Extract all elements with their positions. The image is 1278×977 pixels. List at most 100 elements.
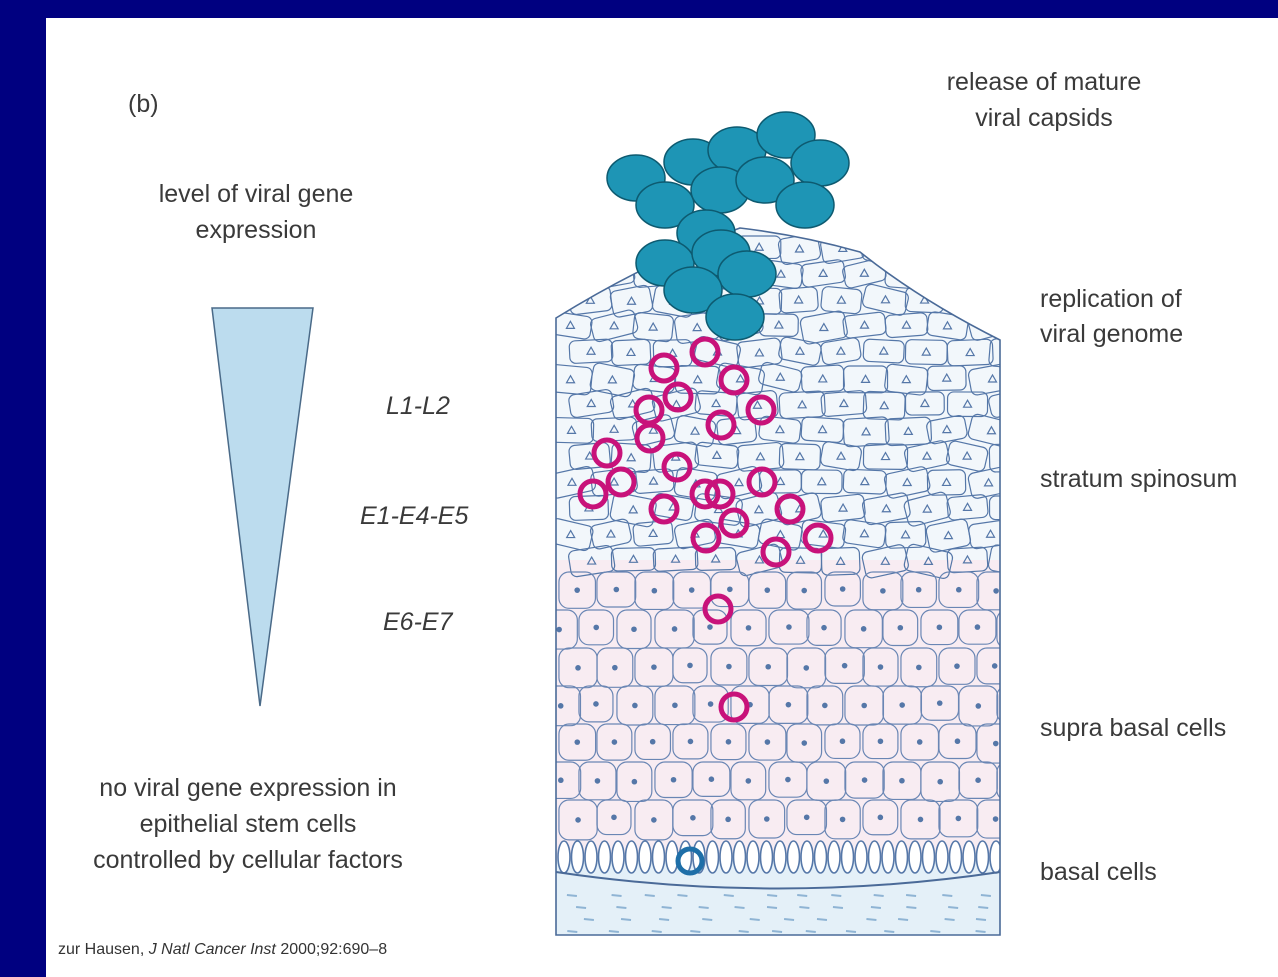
- cell-nucleus: [727, 586, 733, 592]
- dermis-fiber: [616, 907, 626, 908]
- cell-nucleus: [609, 270, 617, 277]
- cell-nucleus: [708, 701, 714, 707]
- dermis-fiber: [690, 931, 700, 932]
- basal-cell: [842, 841, 854, 873]
- basal-cell: [869, 841, 881, 873]
- cell-nucleus: [764, 587, 770, 593]
- dermis-fiber: [772, 931, 782, 932]
- cell-nucleus: [690, 815, 696, 821]
- dermis-fiber: [645, 895, 655, 896]
- cell-nucleus: [558, 777, 564, 783]
- cell-nucleus: [652, 588, 658, 594]
- dermis-fiber: [584, 919, 594, 920]
- cell-nucleus: [575, 665, 581, 671]
- viral-capsid: [776, 182, 834, 228]
- dermis-fiber: [866, 919, 876, 920]
- dermis-fiber: [797, 895, 807, 896]
- dermis-fiber: [806, 931, 816, 932]
- cell-nucleus: [574, 739, 580, 745]
- cell-nucleus: [878, 815, 884, 821]
- cell-nucleus: [632, 703, 638, 709]
- basal-cell: [977, 841, 989, 873]
- cell-nucleus: [840, 738, 846, 744]
- basal-cell: [774, 841, 786, 873]
- cell-nucleus: [746, 778, 752, 784]
- dermis-fiber: [871, 907, 881, 908]
- cell-nucleus: [862, 777, 868, 783]
- expression-title-line2: expression: [106, 212, 406, 248]
- epithelium-tissue: [541, 220, 1037, 940]
- dermis-fiber: [699, 907, 709, 908]
- cell-nucleus: [801, 740, 807, 746]
- cell-nucleus: [821, 625, 827, 631]
- cell-nucleus: [595, 778, 601, 784]
- dermis-fiber: [609, 931, 619, 932]
- squamous-cell: [903, 232, 947, 265]
- cell-nucleus: [611, 814, 617, 820]
- basal-cell: [599, 841, 611, 873]
- cell-nucleus: [632, 779, 638, 785]
- dermis-fiber: [884, 931, 894, 932]
- cell-nucleus: [556, 627, 562, 633]
- dermis-fiber: [567, 895, 577, 896]
- cell-nucleus: [672, 702, 678, 708]
- cell-nucleus: [917, 739, 923, 745]
- cell-nucleus: [801, 588, 807, 594]
- basal-cell: [612, 841, 624, 873]
- basal-cell: [707, 841, 719, 873]
- cell-nucleus: [1013, 626, 1019, 632]
- cell-nucleus: [975, 777, 981, 783]
- dermis-fiber: [817, 919, 827, 920]
- cell-nucleus: [985, 321, 993, 328]
- basal-cell: [963, 841, 975, 873]
- squamous-cell: [947, 235, 987, 261]
- dermis-fiber: [906, 895, 916, 896]
- cell-nucleus: [651, 817, 657, 823]
- cell-nucleus: [898, 625, 904, 631]
- expression-wedge: [212, 308, 313, 706]
- dermis-fiber: [767, 895, 777, 896]
- cell-nucleus: [976, 703, 982, 709]
- squamous-cell: [548, 259, 597, 290]
- cell-nucleus: [956, 816, 962, 822]
- cell-nucleus: [918, 817, 924, 823]
- cell-nucleus: [993, 816, 999, 822]
- squamous-cell: [567, 232, 613, 265]
- dermis-fiber: [874, 895, 884, 896]
- cell-nucleus: [725, 817, 731, 823]
- cell-nucleus: [993, 741, 999, 747]
- cell-nucleus: [574, 587, 580, 593]
- cell-nucleus: [1008, 557, 1016, 564]
- cell-nucleus: [804, 814, 810, 820]
- citation-authors: zur Hausen,: [58, 941, 144, 958]
- cell-nucleus: [1006, 399, 1014, 406]
- stem-note-line3: controlled by cellular factors: [48, 842, 448, 878]
- dermis-fiber: [930, 931, 940, 932]
- citation-ref: 2000;92:690–8: [280, 941, 387, 958]
- slide: (b) level of viral gene expression L1-L2…: [46, 18, 1278, 977]
- cell-nucleus: [786, 624, 792, 630]
- basal-cell: [950, 841, 962, 873]
- panel-label: (b): [128, 86, 159, 122]
- cell-nucleus: [937, 700, 943, 706]
- viral-capsid: [791, 140, 849, 186]
- basal-cell: [720, 841, 732, 873]
- stem-note-line1: no viral gene expression in: [48, 770, 448, 806]
- cell-nucleus: [614, 587, 620, 593]
- cell-nucleus: [764, 816, 770, 822]
- cell-nucleus: [899, 778, 905, 784]
- basal-cell: [815, 841, 827, 873]
- basal-label: basal cells: [1040, 854, 1157, 890]
- cell-nucleus: [593, 625, 599, 631]
- squamous-cell: [968, 258, 1014, 290]
- cell-nucleus: [975, 624, 981, 630]
- gene-label-l1-l2: L1-L2: [386, 388, 450, 424]
- dermis-fiber: [612, 895, 622, 896]
- cell-nucleus: [861, 626, 867, 632]
- cell-nucleus: [1007, 244, 1015, 251]
- cell-nucleus: [612, 665, 618, 671]
- basal-cell: [585, 841, 597, 873]
- dermis-fiber: [942, 895, 952, 896]
- suprabasal-cell: [997, 762, 1036, 800]
- cell-nucleus: [672, 626, 678, 632]
